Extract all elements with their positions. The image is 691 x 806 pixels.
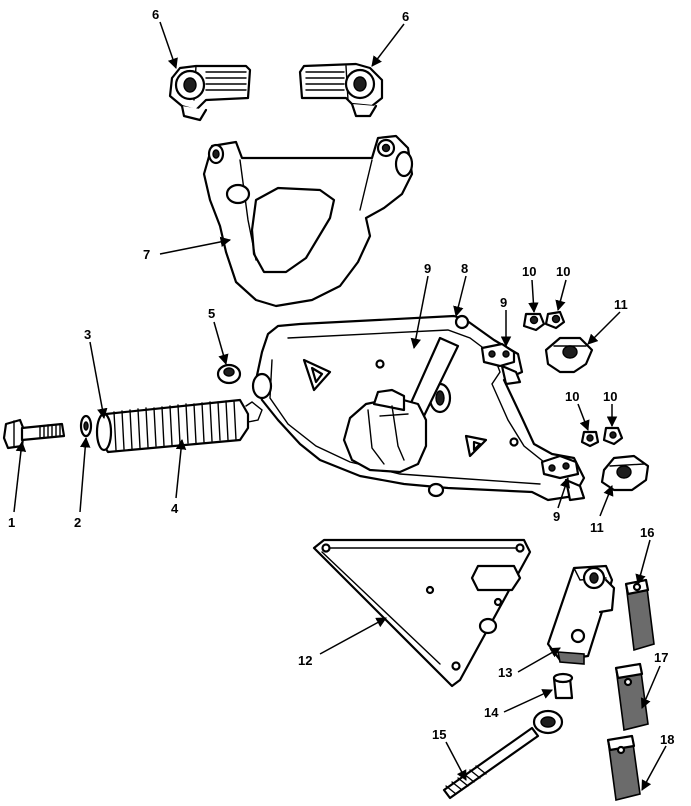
part-14-bushing [552,672,574,700]
callout-15: 15 [432,727,446,742]
callout-8: 8 [461,261,468,276]
callout-6-left: 6 [152,7,159,22]
part-11-clamps [544,336,650,492]
part-6-clip-left [168,64,252,122]
callout-7: 7 [143,247,150,262]
part-13-cam-block [546,564,616,665]
part-18-segment [606,734,641,801]
callout-9-top: 9 [424,261,431,276]
callout-10-d: 10 [603,389,617,404]
callout-11-top: 11 [614,297,628,312]
part-17-segment [614,662,649,731]
part-15-eye-bolt [442,709,564,800]
part-7-pedal-lever [202,134,414,308]
callout-4: 4 [171,501,179,516]
callout-13: 13 [498,665,512,680]
callout-2: 2 [74,515,81,530]
callout-11-bottom: 11 [590,520,604,535]
part-12-cover-plate [312,538,532,688]
part-10-nuts [522,310,624,448]
part-8-bracket-housing [251,314,586,502]
part-3-4-spring [95,398,263,454]
callout-9-bottom: 9 [553,509,560,524]
part-16-segment [624,578,655,652]
callout-17: 17 [654,650,668,665]
callout-9-mid: 9 [500,295,507,310]
callout-14: 14 [484,705,499,720]
callout-10-b: 10 [556,264,570,279]
part-2-washer [79,414,93,438]
callout-12: 12 [298,653,312,668]
callout-16: 16 [640,525,654,540]
callout-10-c: 10 [565,389,579,404]
callout-18: 18 [660,732,674,747]
part-1-bolt [2,418,66,450]
callout-3: 3 [84,327,91,342]
leader-lines [13,21,667,791]
part-5-nut [216,363,242,385]
callout-10-a: 10 [522,264,536,279]
callout-labels: 6 6 7 8 9 9 9 10 10 10 10 11 11 5 3 4 1 … [8,7,674,747]
callout-1: 1 [8,515,15,530]
part-6-clip-right [298,62,384,118]
callout-5: 5 [208,306,215,321]
callout-6-right: 6 [402,9,409,24]
